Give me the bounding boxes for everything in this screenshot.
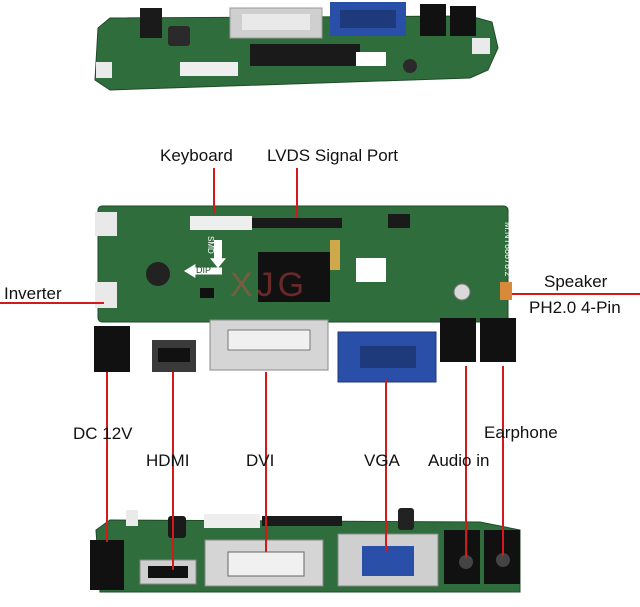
silkscreen-model: M.NT68676.2 [503, 222, 513, 277]
label-keyboard: Keyboard [160, 146, 233, 165]
board-main-view: XJG [94, 205, 516, 383]
leader-line-hdmi [172, 372, 174, 570]
leader-line-earphone [502, 366, 504, 556]
label-speaker-connector: PH2.0 4-Pin [529, 298, 621, 317]
label-vga: VGA [364, 451, 400, 470]
label-dc-12v: DC 12V [73, 424, 133, 443]
leader-line-inverter [0, 302, 104, 304]
leader-line-vga [385, 380, 387, 552]
silkscreen-dip: DIP [196, 265, 212, 275]
leader-line-speaker [512, 293, 640, 295]
leader-line-lvds [296, 168, 298, 218]
label-earphone: Earphone [484, 423, 558, 442]
watermark-text: XJG [230, 266, 308, 304]
leader-line-dvi [265, 372, 267, 552]
label-speaker: Speaker [544, 272, 608, 291]
leader-line-audio-in [465, 366, 467, 558]
label-lvds-signal-port: LVDS Signal Port [267, 146, 399, 165]
board-top-view [94, 2, 499, 91]
label-audio-in: Audio in [428, 451, 490, 470]
leader-line-keyboard [213, 168, 215, 214]
silkscreen-smd: SMD [206, 236, 215, 254]
leader-line-dc [106, 372, 108, 542]
arrow-left-icon [184, 264, 222, 278]
label-hdmi: HDMI [146, 451, 190, 470]
board-front-view [90, 508, 521, 593]
label-inverter: Inverter [4, 284, 62, 303]
label-dvi: DVI [246, 451, 275, 470]
arrow-down-icon [210, 240, 226, 268]
